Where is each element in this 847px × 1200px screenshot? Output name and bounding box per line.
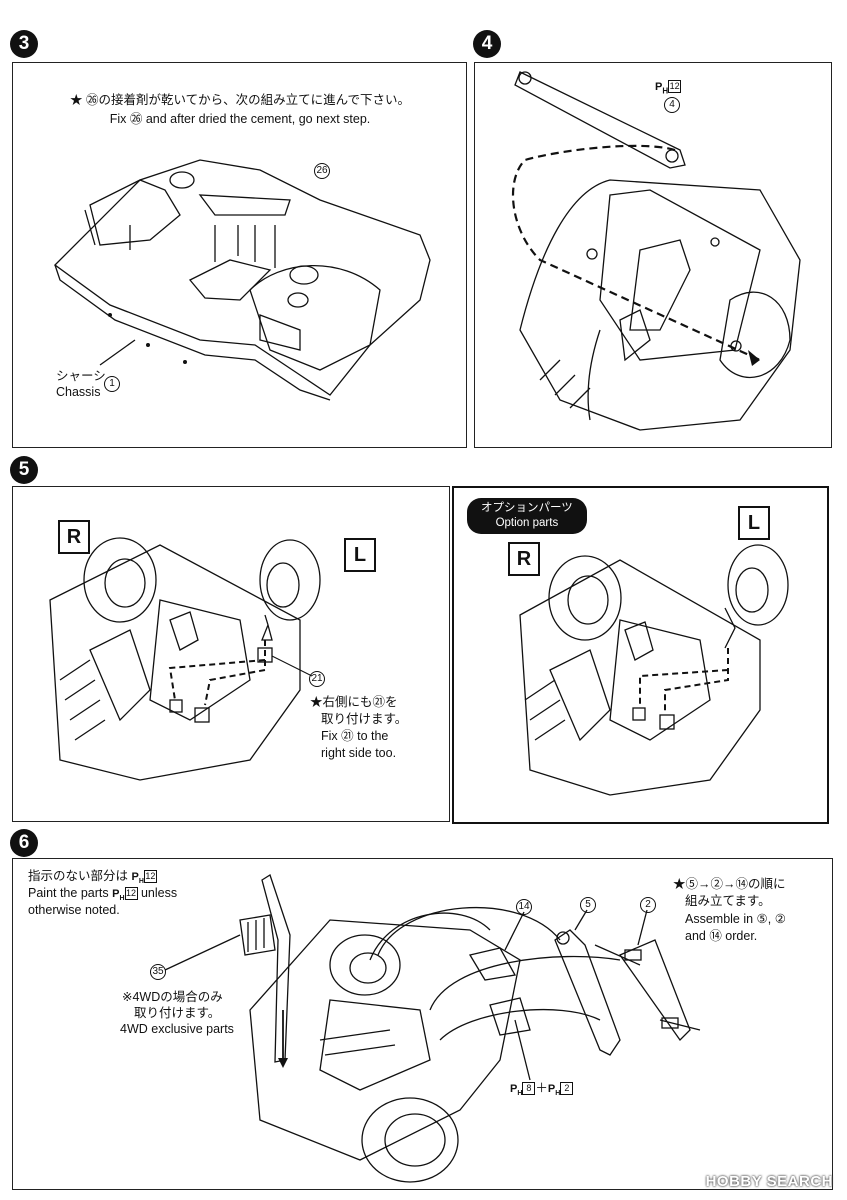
step-6-part-35-label: 35 bbox=[150, 963, 166, 980]
step-5-left-marker: L bbox=[344, 538, 376, 572]
step-6-excl-jp-2: 取り付けます。 bbox=[134, 1006, 221, 1020]
option-left-marker: L bbox=[738, 506, 770, 540]
step-4-number: 4 bbox=[473, 30, 501, 58]
option-parts-pill: オプションパーツ Option parts bbox=[467, 498, 587, 534]
step-5-part-21-label: 21 bbox=[309, 670, 325, 687]
step-4-panel bbox=[474, 62, 832, 448]
step-3-note-jp: ★ ㉖の接着剤が乾いてから、次の組み立てに進んで下さい。 bbox=[70, 93, 410, 107]
step-5-number: 5 bbox=[10, 456, 38, 484]
step-5-note-jp-2: 取り付けます。 bbox=[321, 712, 408, 726]
step-6-paint-jp: 指示のない部分は PH12 bbox=[28, 869, 157, 886]
step-5-note-en-2: right side too. bbox=[321, 746, 397, 760]
step-6-order-en-2: and ⑭ order. bbox=[685, 929, 758, 943]
step-6-paint-en-3: otherwise noted. bbox=[28, 903, 120, 917]
step-6-order-en-1: Assemble in ⑤, ② bbox=[685, 912, 786, 926]
step-5-note-jp-1: ★右側にも㉑を bbox=[310, 695, 398, 709]
step-6-number: 6 bbox=[10, 829, 38, 857]
step-6-part-2-label: 2 bbox=[640, 896, 656, 913]
chassis-label-jp: シャーシ bbox=[56, 369, 106, 383]
step-5-note-en-1: Fix ㉑ to the bbox=[321, 729, 389, 743]
step-6-part-14-label: 14 bbox=[516, 898, 532, 915]
step-3-number: 3 bbox=[10, 30, 38, 58]
step-6-order-jp-2: 組み立てます。 bbox=[685, 894, 771, 908]
step-6-paint-en: Paint the parts PH12 unless bbox=[28, 886, 178, 903]
chassis-part-1: 1 bbox=[104, 375, 120, 392]
hobby-search-watermark: HOBBY SEARCH bbox=[705, 1173, 833, 1190]
option-right-marker: R bbox=[508, 542, 540, 576]
step-6-paint-combo: PH8＋PH2 bbox=[510, 1080, 574, 1102]
chassis-label-en: Chassis bbox=[56, 385, 101, 399]
step-4-part-4-label: 4 bbox=[664, 96, 680, 113]
step-3-part-26-label: 26 bbox=[314, 162, 330, 179]
step-6-excl-en: 4WD exclusive parts bbox=[120, 1022, 234, 1036]
option-parts-panel bbox=[452, 486, 829, 824]
step-6-excl-jp-1: ※4WDの場合のみ bbox=[122, 990, 223, 1004]
step-3-note-en: Fix ㉖ and after dried the cement, go nex… bbox=[109, 112, 371, 126]
step-5-right-marker: R bbox=[58, 520, 90, 554]
step-6-part-5-label: 5 bbox=[580, 896, 596, 913]
step-6-order-jp-1: ★⑤→②→⑭の順に bbox=[673, 877, 786, 891]
